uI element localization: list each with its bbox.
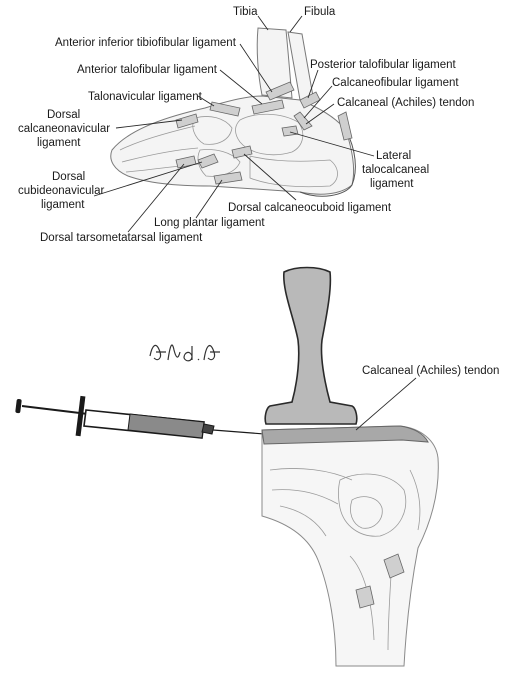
leader-calcaneofibular xyxy=(303,85,333,119)
leader-talonavicular xyxy=(197,95,215,107)
talus-bottom-sketch xyxy=(350,496,383,529)
lateral-talocalcaneal-band xyxy=(281,125,299,137)
calcaneus-bottom-sketch xyxy=(338,473,407,537)
heel-contour xyxy=(299,129,356,197)
label-lateral-talocalcaneal-3: ligament xyxy=(370,178,414,190)
heel-sketch-6 xyxy=(409,469,421,531)
labels-top: Tibia Fibula Anterior inferior tibiofibu… xyxy=(18,6,474,244)
label-anterior-talofibular: Anterior talofibular ligament xyxy=(77,64,218,76)
leader-dorsal-cubideonavicular xyxy=(93,161,203,197)
leader-lines-top xyxy=(93,15,375,233)
label-dorsal-calcaneocuboid: Dorsal calcaneocuboid ligament xyxy=(228,202,392,214)
label-posterior-talofibular: Posterior talofibular ligament xyxy=(310,59,457,71)
label-lateral-talocalcaneal-2: talocalcaneal xyxy=(362,164,429,176)
label-dorsal-cubideonavicular-2: cubideonavicular xyxy=(18,185,104,197)
anterior-talofibular-band xyxy=(251,99,285,115)
label-dorsal-tarsometatarsal: Dorsal tarsometatarsal ligament xyxy=(40,232,203,244)
label-achilles-top: Calcaneal (Achiles) tendon xyxy=(337,97,474,109)
dorsal-calcaneocuboid-band xyxy=(231,145,253,159)
label-fibula: Fibula xyxy=(304,6,336,18)
leader-dorsal-tarsometatarsal xyxy=(127,163,185,233)
navicular-sketch xyxy=(192,116,233,145)
label-tibia: Tibia xyxy=(233,6,258,18)
label-calcaneofibular: Calcaneofibular ligament xyxy=(332,77,459,89)
heel-sketch-3 xyxy=(279,505,327,537)
leader-achilles-bottom xyxy=(355,377,417,431)
leader-lateral-talocalcaneal xyxy=(289,131,375,157)
medial-ligament-band-2 xyxy=(355,585,375,609)
leader-dorsal-calcaneonavicular xyxy=(115,119,183,129)
talonavicular-band xyxy=(209,101,241,117)
leader-achilles-top xyxy=(305,103,335,125)
syringe-plunger-thumb xyxy=(15,399,22,414)
syringe-plunger-rod xyxy=(21,405,89,415)
medial-ligament-band-1 xyxy=(383,553,405,579)
probe-body xyxy=(264,266,358,425)
anterior-inferior-tibiofibular-band xyxy=(265,81,295,101)
label-dorsal-calcaneonavicular-3: ligament xyxy=(37,137,81,149)
syringe-hub xyxy=(201,423,215,435)
leader-anterior-talofibular xyxy=(219,69,263,105)
leader-anterior-inferior-tibiofibular xyxy=(239,43,273,93)
syringe-fluid xyxy=(127,413,205,439)
label-dorsal-calcaneonavicular-1: Dorsal xyxy=(47,109,80,121)
artist-signature xyxy=(149,344,220,362)
achilles-tendon-band xyxy=(261,425,429,445)
label-dorsal-cubideonavicular-3: ligament xyxy=(41,199,85,211)
heel-sketch-1 xyxy=(269,468,353,481)
achilles-tendon-band xyxy=(337,111,353,141)
talus-sketch xyxy=(235,113,304,156)
label-lateral-talocalcaneal-1: Lateral xyxy=(376,150,411,162)
label-achilles-bottom: Calcaneal (Achiles) tendon xyxy=(362,365,499,377)
leader-dorsal-calcaneocuboid xyxy=(243,153,297,201)
leader-posterior-talofibular xyxy=(307,69,319,99)
dorsal-calcaneonavicular-band xyxy=(175,113,199,129)
label-talonavicular: Talonavicular ligament xyxy=(88,91,203,103)
metatarsal-sketch-1 xyxy=(119,125,196,151)
leader-fibula xyxy=(289,15,303,33)
label-long-plantar: Long plantar ligament xyxy=(154,217,265,229)
heel-outline xyxy=(261,425,439,667)
leader-long-plantar xyxy=(195,179,223,219)
dorsal-cubideonavicular-band xyxy=(197,153,219,169)
calcaneus-sketch xyxy=(249,155,338,188)
calcaneofibular-band xyxy=(293,111,313,131)
heel-sketch-2 xyxy=(271,489,339,505)
leader-tibia xyxy=(257,15,269,31)
syringe xyxy=(15,395,291,439)
label-dorsal-cubideonavicular-1: Dorsal xyxy=(52,171,85,183)
lateral-ankle-illustration xyxy=(110,27,356,197)
label-anterior-inferior-tibiofibular: Anterior inferior tibiofibular ligament xyxy=(55,37,237,49)
metatarsal-sketch-2 xyxy=(121,147,199,163)
heel-illustration xyxy=(261,425,439,667)
label-dorsal-calcaneonavicular-2: calcaneonavicular xyxy=(18,123,110,135)
tibia-bone xyxy=(256,27,293,99)
syringe-finger-flange xyxy=(75,395,86,437)
ultrasound-probe xyxy=(264,266,358,425)
